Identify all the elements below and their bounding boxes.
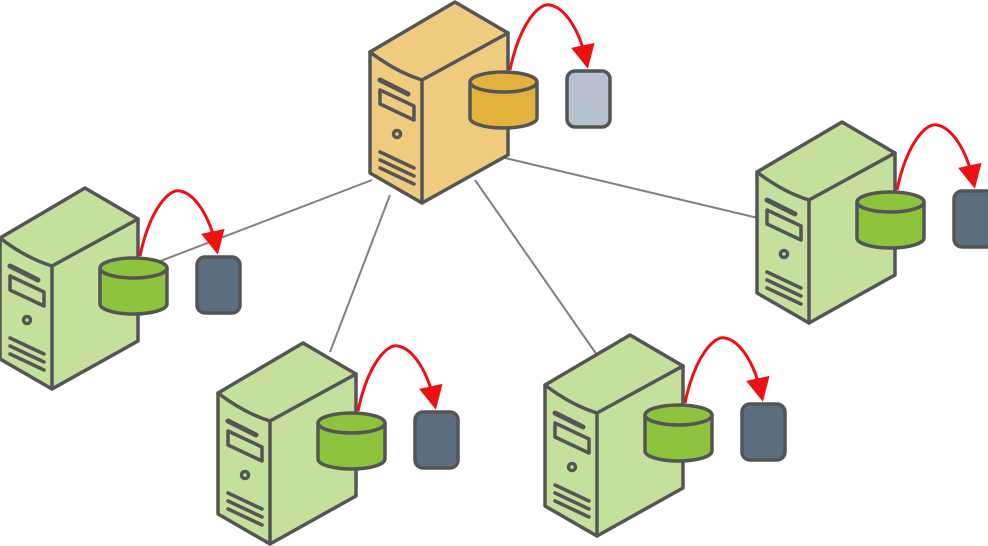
storage-device-icon — [413, 410, 460, 470]
backup-arrow-icon — [356, 344, 443, 412]
primary-node — [368, 0, 612, 205]
server-icon — [368, 0, 510, 205]
network-link — [474, 179, 598, 356]
backup-arrow-icon — [895, 123, 982, 191]
database-icon — [316, 411, 387, 471]
storage-device-icon — [952, 189, 988, 249]
database-icon — [855, 190, 926, 250]
backup-arrow-icon — [683, 336, 770, 404]
network-link — [504, 157, 759, 219]
database-icon — [98, 256, 169, 316]
database-icon — [468, 70, 539, 130]
backup-arrow-icon — [138, 189, 225, 257]
server-icon — [216, 341, 358, 546]
replica-node — [216, 341, 460, 546]
backup-arrow-icon — [508, 3, 595, 71]
storage-device-icon — [740, 402, 787, 462]
network-link — [149, 179, 373, 266]
database-icon — [643, 403, 714, 463]
network-link — [329, 194, 391, 353]
server-icon — [755, 120, 897, 325]
server-icon — [0, 186, 140, 391]
storage-device-icon — [565, 69, 612, 129]
links — [149, 157, 759, 356]
storage-device-icon — [195, 255, 242, 315]
replica-node — [0, 186, 242, 391]
server-icon — [543, 333, 685, 538]
replica-node — [755, 120, 988, 325]
replica-node — [543, 333, 787, 538]
